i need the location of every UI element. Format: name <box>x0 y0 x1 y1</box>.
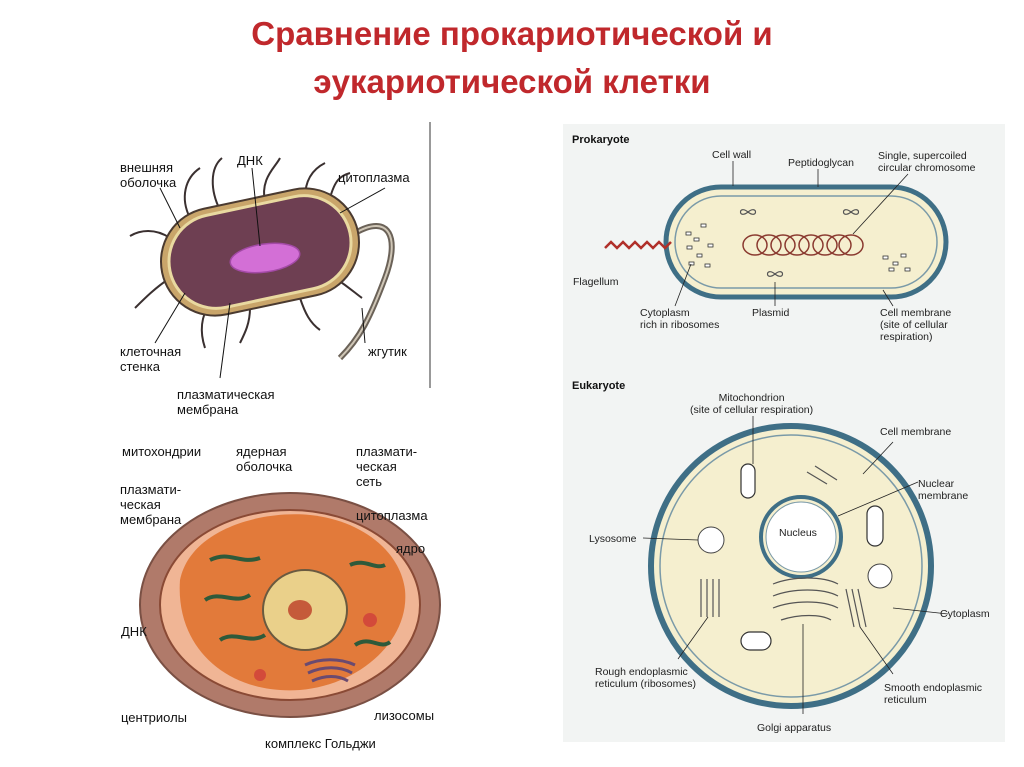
label-peptidoglycan: Peptidoglycan <box>788 157 854 169</box>
label-dna-animal: ДНК <box>121 624 147 639</box>
eukaryote-leaders <box>642 416 949 714</box>
label-cytoplasm-animal: цитоплазма <box>356 508 428 523</box>
eukaryote-mitochondria <box>740 463 884 651</box>
prokaryote-cell <box>663 184 949 300</box>
label-smooth-er: Smooth endoplasmic reticulum <box>884 682 983 706</box>
label-plasmid: Plasmid <box>752 307 790 319</box>
prokaryote-chromosome <box>742 234 864 256</box>
animal-cell-organelles <box>203 554 392 647</box>
label-nuclear-envelope: ядерная оболочка <box>236 444 293 474</box>
label-cell-membrane-eukaryote: Cell membrane <box>880 426 952 438</box>
label-cytoplasm-ribosomes: Cytoplasm rich in ribosomes <box>640 307 720 331</box>
label-nuclear-membrane: Nuclear membrane <box>918 478 969 502</box>
label-outer-shell: внешняя оболочка <box>120 160 177 190</box>
label-lysosomes: лизосомы <box>374 708 435 723</box>
label-mitochondrion: Mitochondrion (site of cellular respirat… <box>690 392 814 416</box>
textbook-panel <box>563 124 1005 742</box>
label-cell-wall-bacterium: клеточная стенка <box>120 344 182 374</box>
label-golgi: Golgi apparatus <box>757 722 832 734</box>
eukaryote-lysosome <box>697 526 725 554</box>
page-title: Сравнение прокариотической и эукариотиче… <box>0 10 1024 106</box>
eukaryote-heading: Eukaryote <box>572 380 626 392</box>
label-mitochondria: митохондрии <box>122 444 202 459</box>
lysosome-dot <box>363 613 377 627</box>
label-rough-er: Rough endoplasmic reticulum (ribosomes) <box>595 666 696 690</box>
bacterium-illustration <box>129 122 431 388</box>
title-line-1: Сравнение прокариотической и <box>251 15 773 52</box>
label-cytoplasm-bacterium: цитоплазма <box>338 170 410 185</box>
label-nucleus-animal: ядро <box>396 541 426 556</box>
animal-cell-nucleolus <box>288 600 312 620</box>
prokaryote-leaders <box>674 161 909 307</box>
prokaryote-plasmids <box>739 209 860 277</box>
label-nucleus: Nucleus <box>779 527 817 539</box>
label-dna-bacterium: ДНК <box>237 153 263 168</box>
eukaryote-er <box>700 465 867 628</box>
title-line-2: эукариотической клетки <box>313 63 711 100</box>
label-lysosome: Lysosome <box>589 533 637 545</box>
prokaryote-heading: Prokaryote <box>572 134 630 146</box>
label-cell-wall: Cell wall <box>712 149 752 161</box>
label-chromosome: Single, supercoiled circular chromosome <box>878 150 976 174</box>
label-golgi-animal: комплекс Гольджи <box>265 736 376 751</box>
label-centrioles: центриолы <box>121 710 188 725</box>
lysosome-dot <box>254 669 266 681</box>
label-flagellum-bacterium: жгутик <box>368 344 407 359</box>
label-flagellum: Flagellum <box>573 276 619 288</box>
bacterium-leader-lines <box>154 167 386 379</box>
label-cell-membrane-prokaryote: Cell membrane (site of cellular respirat… <box>880 307 952 343</box>
label-cytoplasm-eukaryote: Cytoplasm <box>940 608 990 620</box>
animal-cell-golgi <box>304 658 356 683</box>
bacterium-nucleoid <box>229 242 301 274</box>
animal-cell-illustration <box>139 492 441 718</box>
prokaryote-ribosomes <box>685 223 911 272</box>
prokaryote-flagellum <box>604 240 672 250</box>
label-plasma-membrane-animal: плазмати- ческая мембрана <box>120 482 182 527</box>
label-plasma-membrane-bacterium: плазматическая мембрана <box>177 387 275 417</box>
label-plasma-network: плазмати- ческая сеть <box>356 444 418 489</box>
